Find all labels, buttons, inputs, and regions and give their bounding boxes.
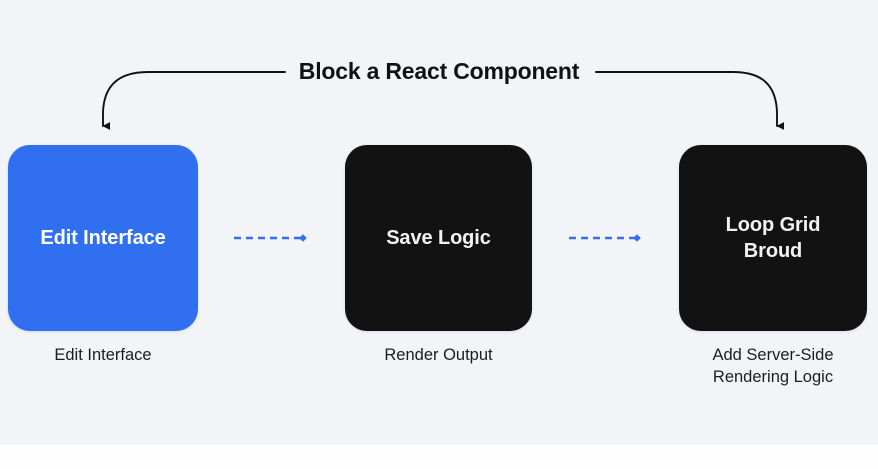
node-edit-interface[interactable]: Edit Interface — [8, 145, 198, 331]
title-to-loop-grid-arrow — [595, 71, 784, 130]
node-save-logic[interactable]: Save Logic — [345, 145, 532, 331]
node-loop-grid-broud-label: Loop Grid Broud — [725, 214, 821, 262]
caption-add-server-side-rendering-logic: Add Server-Side Rendering Logic — [712, 346, 834, 387]
node-edit-interface-label: Edit Interface — [40, 227, 166, 249]
title-to-edit-interface-arrow — [102, 71, 286, 130]
caption-edit-interface: Edit Interface — [54, 346, 152, 364]
caption-render-output: Render Output — [384, 346, 493, 364]
node-save-logic-label: Save Logic — [386, 227, 491, 249]
diagram-title: Block a React Component — [298, 58, 580, 84]
node-loop-grid-broud[interactable]: Loop Grid Broud — [679, 145, 867, 331]
bottom-strip — [0, 445, 878, 469]
